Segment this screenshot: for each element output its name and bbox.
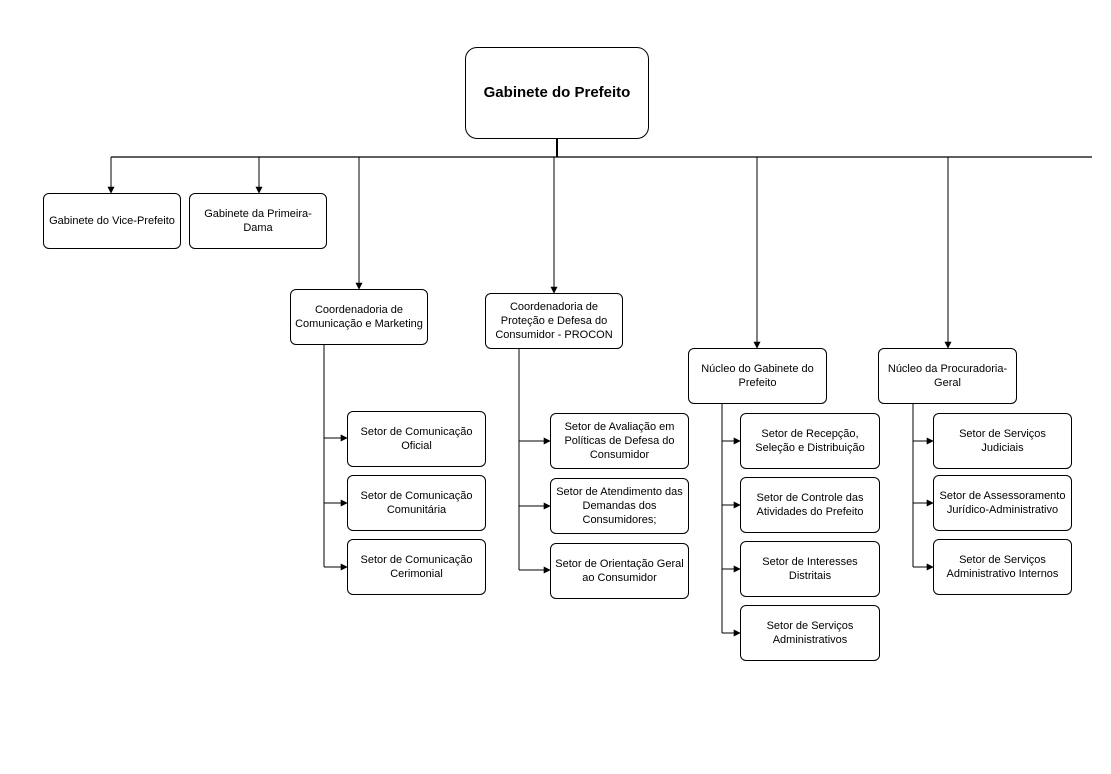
node-label: Núcleo da Procuradoria-Geral	[887, 363, 1008, 389]
node-label: Coordenadoria de Proteção e Defesa do Co…	[495, 301, 613, 341]
node-setor-interesses-distritais: Setor de Interesses Distritais	[740, 541, 880, 597]
node-coord-comunicacao: Coordenadoria de Comunicação e Marketing	[290, 289, 428, 345]
node-setor-servicos-administrativos: Setor de Serviços Administrativos	[740, 605, 880, 661]
node-nucleo-gabinete: Núcleo do Gabinete do Prefeito	[688, 348, 827, 404]
node-primeira-dama: Gabinete da Primeira-Dama	[189, 193, 327, 249]
node-setor-comunicacao-oficial: Setor de Comunicação Oficial	[347, 411, 486, 467]
node-label: Setor de Comunicação Comunitária	[360, 490, 473, 516]
node-label: Setor de Comunicação Oficial	[360, 426, 473, 452]
node-label: Setor de Assessoramento Jurídico-Adminis…	[939, 490, 1066, 516]
node-label: Setor de Serviços Administrativos	[766, 620, 854, 646]
node-label: Núcleo do Gabinete do Prefeito	[701, 363, 814, 389]
node-label: Setor de Orientação Geral ao Consumidor	[555, 558, 684, 584]
node-vice-prefeito: Gabinete do Vice-Prefeito	[43, 193, 181, 249]
node-label: Setor de Atendimento das Demandas dos Co…	[556, 486, 683, 526]
node-setor-avaliacao-politicas: Setor de Avaliação em Políticas de Defes…	[550, 413, 689, 469]
node-label: Setor de Avaliação em Políticas de Defes…	[564, 421, 675, 461]
node-coord-procon: Coordenadoria de Proteção e Defesa do Co…	[485, 293, 623, 349]
node-setor-assessoramento-juridico: Setor de Assessoramento Jurídico-Adminis…	[933, 475, 1072, 531]
node-label: Setor de Serviços Administrativo Interno…	[946, 554, 1059, 580]
node-label: Setor de Comunicação Cerimonial	[360, 554, 473, 580]
node-setor-controle-atividades: Setor de Controle das Atividades do Pref…	[740, 477, 880, 533]
root-label: Gabinete do Prefeito	[483, 84, 631, 101]
node-nucleo-procuradoria: Núcleo da Procuradoria-Geral	[878, 348, 1017, 404]
node-setor-orientacao-geral: Setor de Orientação Geral ao Consumidor	[550, 543, 689, 599]
node-setor-atendimento-demandas: Setor de Atendimento das Demandas dos Co…	[550, 478, 689, 534]
node-label: Coordenadoria de Comunicação e Marketing	[295, 304, 423, 330]
node-label: Gabinete do Vice-Prefeito	[49, 215, 175, 227]
node-label: Setor de Serviços Judiciais	[959, 428, 1046, 454]
node-setor-recepcao: Setor de Recepção, Seleção e Distribuiçã…	[740, 413, 880, 469]
node-setor-servicos-administrativo-internos: Setor de Serviços Administrativo Interno…	[933, 539, 1072, 595]
node-setor-comunicacao-comunitaria: Setor de Comunicação Comunitária	[347, 475, 486, 531]
node-setor-comunicacao-cerimonial: Setor de Comunicação Cerimonial	[347, 539, 486, 595]
node-label: Setor de Recepção, Seleção e Distribuiçã…	[755, 428, 865, 454]
root-node: Gabinete do Prefeito	[465, 47, 649, 139]
node-label: Gabinete da Primeira-Dama	[204, 208, 312, 234]
node-label: Setor de Controle das Atividades do Pref…	[756, 492, 864, 518]
node-setor-servicos-judiciais: Setor de Serviços Judiciais	[933, 413, 1072, 469]
node-label: Setor de Interesses Distritais	[762, 556, 858, 582]
